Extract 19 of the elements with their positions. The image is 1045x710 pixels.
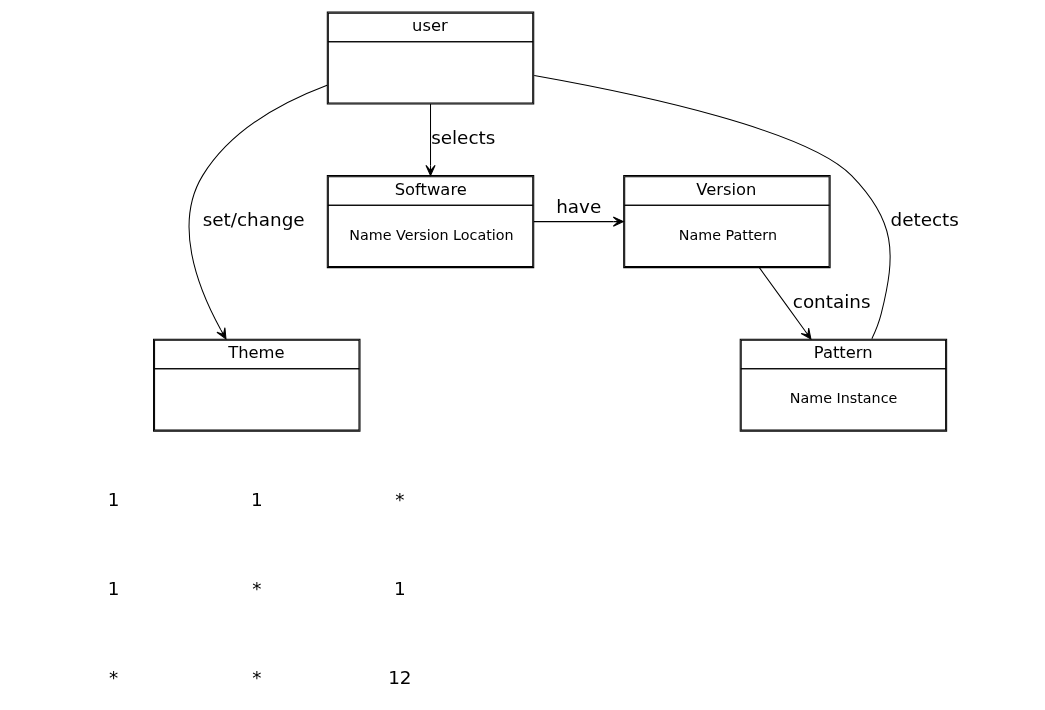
label: * <box>252 667 262 688</box>
arrow <box>188 84 328 340</box>
label: 1 <box>250 489 263 511</box>
label: * <box>109 667 119 688</box>
arrow <box>533 216 625 227</box>
label: 1 <box>107 578 120 600</box>
label: 1 <box>107 489 120 511</box>
connector <box>533 75 891 340</box>
edge-label: contains <box>792 290 871 312</box>
label: * <box>252 578 262 600</box>
arrow <box>425 103 436 177</box>
edge-label: detects <box>890 209 959 231</box>
label: 12 <box>388 667 412 688</box>
edge-label: have <box>556 195 602 217</box>
arrow <box>758 267 812 340</box>
edge-label: selects <box>431 127 496 149</box>
edge-label: set/change <box>202 209 305 231</box>
label: 1 <box>394 578 406 600</box>
label: * <box>395 489 405 511</box>
